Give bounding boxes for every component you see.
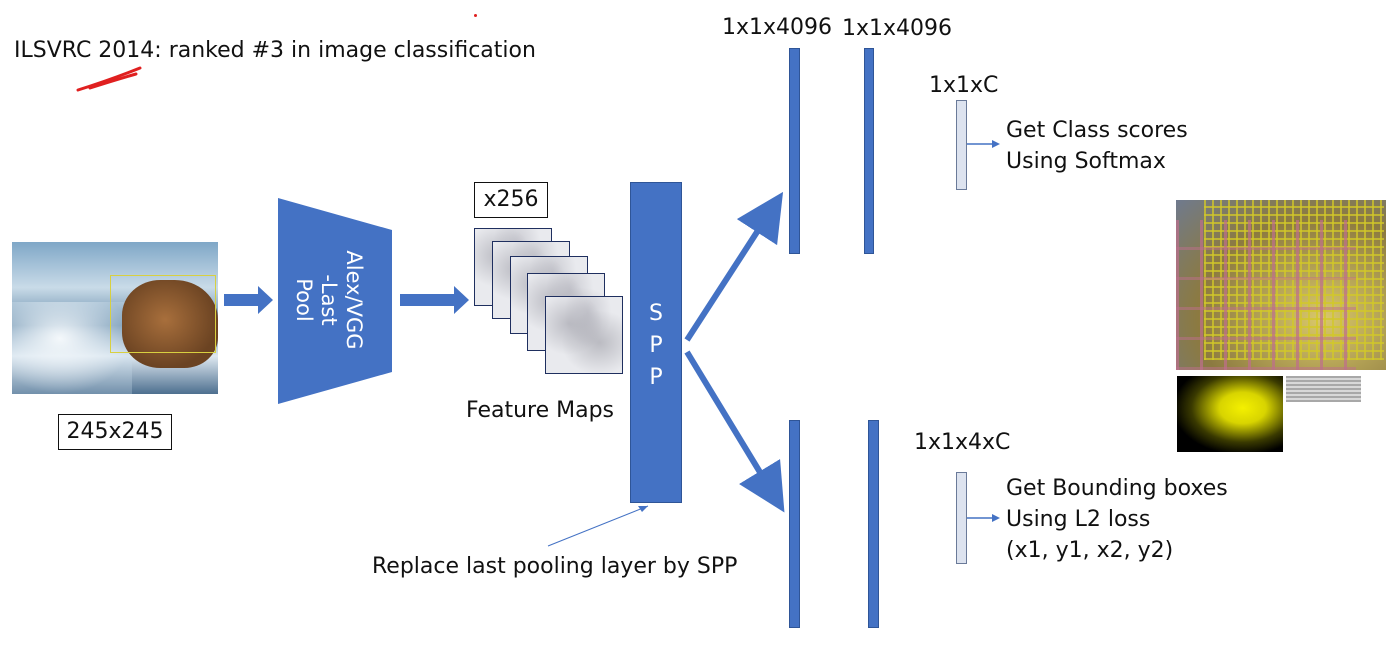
bear-shape	[122, 280, 218, 368]
feature-strip	[1286, 376, 1361, 402]
red-underline-marks	[76, 66, 142, 92]
input-size-box: 245x245	[58, 414, 172, 450]
bbox-output-label: 1x1x4xC	[914, 430, 1011, 455]
bbox-result-line3: (x1, y1, x2, y2)	[1006, 538, 1174, 563]
class-result-line2: Using Softmax	[1006, 149, 1166, 174]
network-label: Alex/VGG -Last Pool	[291, 250, 366, 350]
feature-map	[545, 296, 623, 374]
spp-grid-illustration	[1176, 200, 1386, 370]
arrow-spp-to-fc-bottom	[684, 350, 785, 513]
stray-mark	[474, 14, 477, 17]
grid-overlay-pink	[1176, 220, 1356, 370]
feature-maps-caption: Feature Maps	[466, 398, 615, 423]
water-foam	[12, 302, 132, 394]
detection-box	[110, 275, 216, 353]
fc1-top-layer	[789, 48, 800, 254]
activation-heatmap	[1177, 376, 1283, 452]
input-image	[12, 242, 218, 394]
annotation-pointer	[547, 505, 649, 547]
network-label-line1: Alex/VGG	[342, 250, 366, 350]
bbox-result-line2: Using L2 loss	[1006, 507, 1151, 532]
network-label-line2: -Last Pool	[292, 274, 341, 326]
fc2-top-layer	[864, 48, 874, 254]
spp-letter: S	[649, 301, 663, 326]
spp-letter: P	[649, 333, 663, 358]
arrow-net-to-features	[400, 286, 469, 314]
fc1-bottom-layer	[789, 420, 800, 628]
class-output-label: 1x1xC	[929, 73, 999, 98]
class-output-layer	[956, 100, 967, 190]
fc2-top-label: 1x1x4096	[842, 16, 953, 41]
fc1-top-label: 1x1x4096	[722, 15, 833, 40]
network-block	[278, 198, 392, 404]
spp-annotation: Replace last pooling layer by SPP	[372, 554, 738, 579]
spp-block: S P P	[630, 182, 682, 503]
feature-count-box: x256	[474, 182, 548, 218]
arrow-image-to-net	[224, 286, 273, 314]
class-result-line1: Get Class scores	[1006, 118, 1188, 143]
arrow-spp-to-fc-top	[684, 191, 784, 342]
bbox-output-layer	[956, 472, 967, 564]
slide-title: ILSVRC 2014: ranked #3 in image classifi…	[14, 38, 536, 63]
fc2-bottom-layer	[868, 420, 879, 628]
spp-letter: P	[649, 365, 663, 390]
bbox-result-line1: Get Bounding boxes	[1006, 476, 1228, 501]
